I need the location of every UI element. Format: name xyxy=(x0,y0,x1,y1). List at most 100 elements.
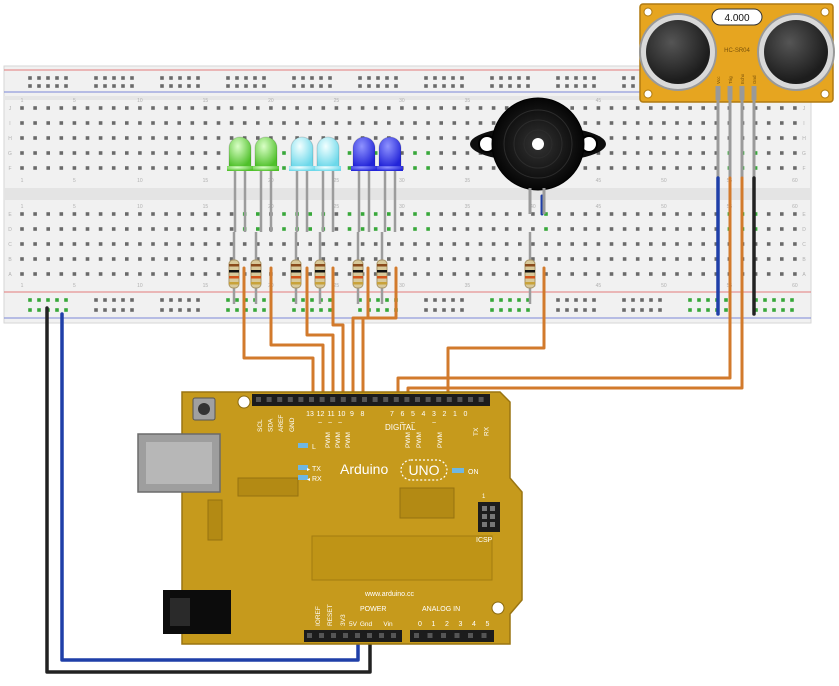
rail-hole xyxy=(160,308,164,312)
breadboard-hole xyxy=(151,212,155,216)
rail-hole xyxy=(130,298,134,302)
pwm-tilde: ~ xyxy=(411,420,415,427)
breadboard-hole xyxy=(164,272,168,276)
rail-hole xyxy=(631,298,635,302)
column-number: 1 xyxy=(21,204,24,210)
resistor-band xyxy=(315,276,325,279)
resistor-band xyxy=(229,282,239,285)
resistor-band xyxy=(251,282,261,285)
rail-hole xyxy=(37,84,41,88)
breadboard-hole xyxy=(334,121,339,125)
breadboard-hole xyxy=(701,121,705,125)
breadboard-hole xyxy=(151,272,155,276)
breadboard-hole xyxy=(531,257,535,261)
breadboard-hole xyxy=(98,227,103,231)
breadboard-hole xyxy=(98,151,103,155)
breadboard-hole xyxy=(72,166,77,170)
header-socket xyxy=(367,633,372,638)
reset-button-cap[interactable] xyxy=(198,403,210,415)
breadboard-hole xyxy=(557,212,561,216)
breadboard-hole xyxy=(766,227,771,231)
buzzer-ring xyxy=(513,119,563,169)
breadboard-hole xyxy=(216,136,221,140)
breadboard-hole xyxy=(373,106,378,110)
breadboard-hole xyxy=(190,257,195,261)
breadboard-hole xyxy=(662,257,666,261)
rail-hole xyxy=(499,84,503,88)
breadboard-hole xyxy=(33,121,37,125)
rail-hole xyxy=(196,76,200,80)
breadboard-hole xyxy=(439,106,443,110)
breadboard-hole xyxy=(387,121,391,125)
rail-hole xyxy=(37,298,41,302)
breadboard-hole xyxy=(20,136,24,140)
breadboard-hole xyxy=(609,121,614,125)
rail-hole xyxy=(706,308,710,312)
led-dome xyxy=(352,136,376,169)
rail-gap-top xyxy=(4,96,811,100)
analog-header xyxy=(410,630,494,642)
led-rim xyxy=(377,166,403,171)
breadboard-hole xyxy=(649,227,653,231)
rail-hole xyxy=(688,308,692,312)
rail-hole xyxy=(565,298,569,302)
rail-hole xyxy=(94,84,98,88)
breadboard-hole xyxy=(216,242,221,246)
microcontroller-chip xyxy=(311,535,493,581)
rail-hole xyxy=(592,298,596,302)
analog-pin-label: 5 xyxy=(486,621,490,628)
breadboard-hole xyxy=(347,136,352,140)
header-socket xyxy=(391,633,396,638)
breadboard-hole xyxy=(518,257,522,261)
breadboard-hole xyxy=(491,106,496,110)
breadboard-hole xyxy=(465,121,470,125)
breadboard-hole xyxy=(138,227,142,231)
breadboard-hole xyxy=(688,257,692,261)
breadboard-hole xyxy=(780,151,784,155)
breadboard-hole xyxy=(151,227,155,231)
breadboard-hole xyxy=(544,227,548,231)
breadboard-hole xyxy=(177,227,181,231)
breadboard-hole xyxy=(20,227,24,231)
breadboard-hole xyxy=(347,151,352,155)
sensor-pin-label: Gnd xyxy=(752,75,757,84)
column-number: 35 xyxy=(465,283,471,289)
breadboard-hole xyxy=(649,257,653,261)
breadboard-hole xyxy=(334,257,339,261)
rail-hole xyxy=(583,76,587,80)
breadboard-hole xyxy=(190,166,195,170)
breadboard-hole xyxy=(635,106,640,110)
rail-hole xyxy=(319,308,323,312)
rail-hole xyxy=(28,84,32,88)
rail-hole xyxy=(499,298,503,302)
breadboard-hole xyxy=(111,151,116,155)
breadboard-hole xyxy=(413,272,417,276)
breadboard-hole xyxy=(439,166,443,170)
breadboard-hole xyxy=(649,212,653,216)
column-number: 50 xyxy=(661,283,667,289)
breadboard-hole xyxy=(557,227,561,231)
rail-hole xyxy=(169,308,173,312)
breadboard-hole xyxy=(609,257,614,261)
breadboard-hole xyxy=(701,151,705,155)
breadboard-hole xyxy=(452,121,457,125)
breadboard-hole xyxy=(85,136,90,140)
breadboard-hole xyxy=(321,136,326,140)
rail-hole xyxy=(112,298,116,302)
breadboard-hole xyxy=(622,136,627,140)
breadboard-hole xyxy=(138,242,142,246)
breadboard-hole xyxy=(557,257,561,261)
breadboard-hole xyxy=(688,227,692,231)
rail-hole xyxy=(724,308,728,312)
rail-hole xyxy=(121,298,125,302)
breadboard-hole xyxy=(439,212,443,216)
rail-hole xyxy=(328,76,332,80)
small-chip xyxy=(399,487,455,519)
resistor-band xyxy=(525,264,535,267)
power-pin-label: 5V xyxy=(349,621,358,628)
digital-pin-label: 7 xyxy=(390,411,394,418)
uno-badge xyxy=(400,459,448,481)
breadboard-hole xyxy=(242,136,247,140)
